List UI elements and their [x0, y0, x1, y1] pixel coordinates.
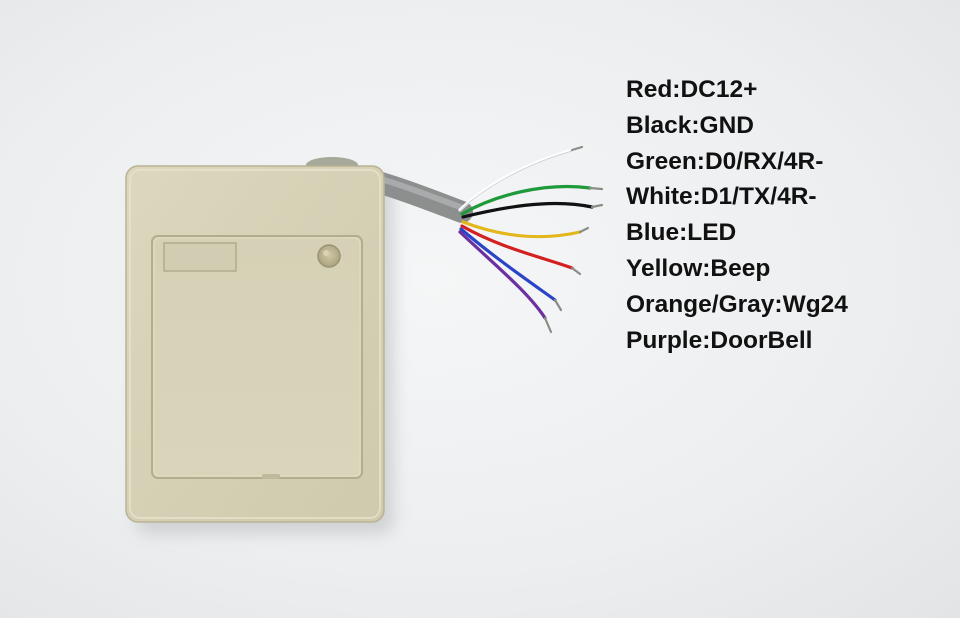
wire-bundle [458, 148, 594, 320]
legend-item-black: Black:GND [626, 111, 754, 139]
reader-front-panel [151, 235, 363, 479]
reader-bevel [129, 169, 381, 519]
wire-white-edge [459, 150, 573, 212]
bottom-notch [262, 474, 280, 479]
legend-item-green: Green:D0/RX/4R- [626, 147, 824, 175]
led-indicator [317, 244, 341, 268]
wire-black [461, 201, 594, 219]
led-glint [323, 250, 329, 256]
legend-item-orange-gray: Orange/Gray:Wg24 [626, 290, 848, 318]
legend-item-white: White:D1/TX/4R- [626, 183, 817, 211]
wire-red [460, 224, 574, 270]
wiring-legend: Red:DC12+ Black:GND Green:D0/RX/4R- Whit… [626, 72, 848, 358]
legend-item-red: Red:DC12+ [626, 76, 758, 103]
wire-blue [459, 227, 557, 302]
wire-yellow [461, 220, 582, 239]
label-window [163, 242, 237, 272]
legend-item-purple: Purple:DoorBell [626, 326, 813, 354]
wire-tips [543, 145, 604, 334]
wire-green [460, 184, 592, 216]
legend-item-blue: Blue:LED [626, 219, 737, 247]
wire-white [458, 148, 574, 212]
wire-purple [458, 230, 547, 320]
panel-highlight [153, 237, 361, 477]
legend-item-yellow: Yellow:Beep [626, 254, 771, 282]
